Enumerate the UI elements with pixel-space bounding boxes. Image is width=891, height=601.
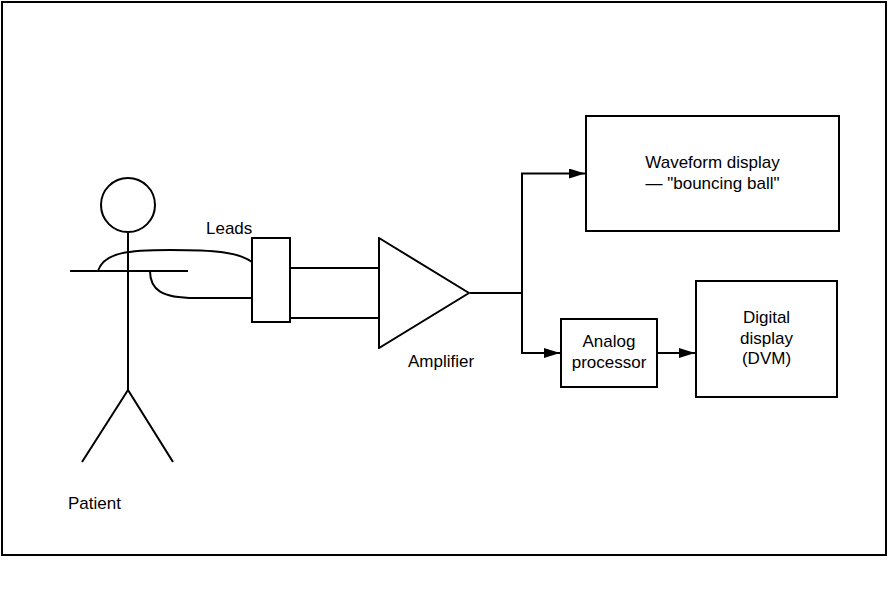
figure-leg [128, 390, 173, 462]
patient-figure [70, 178, 188, 462]
amplifier-outline [379, 238, 469, 348]
connector-arrow [470, 293, 560, 353]
lead-wire [98, 250, 252, 271]
frame-border [2, 2, 886, 555]
amplifier-inputs [290, 268, 378, 318]
input-wire [290, 317, 378, 319]
connector-arrow [658, 352, 695, 354]
lead-connector-block [252, 238, 290, 322]
amplifier-symbol [378, 237, 470, 349]
lead-wire [150, 271, 252, 298]
connector-arrow [470, 174, 585, 294]
box-text: Digital display (DVM) [727, 308, 807, 370]
component-label: Amplifier [378, 349, 474, 373]
figure-arms [70, 270, 188, 272]
figure-leg [82, 390, 128, 462]
box-text: Analog processor [568, 332, 650, 373]
figure-label: Patient [68, 494, 121, 514]
process-box: Digital display (DVM) [695, 280, 838, 398]
figure-head [101, 178, 155, 232]
amplifier-triangle: Amplifier [378, 237, 474, 373]
process-box: Waveform display — "bouncing ball" [585, 115, 840, 232]
figure-body [127, 232, 129, 390]
box-text: Waveform display — "bouncing ball" [644, 153, 782, 194]
figure-label: Leads [206, 219, 252, 239]
input-wire [290, 267, 378, 269]
lead-wires [98, 250, 252, 298]
process-box: Analog processor [560, 318, 658, 388]
